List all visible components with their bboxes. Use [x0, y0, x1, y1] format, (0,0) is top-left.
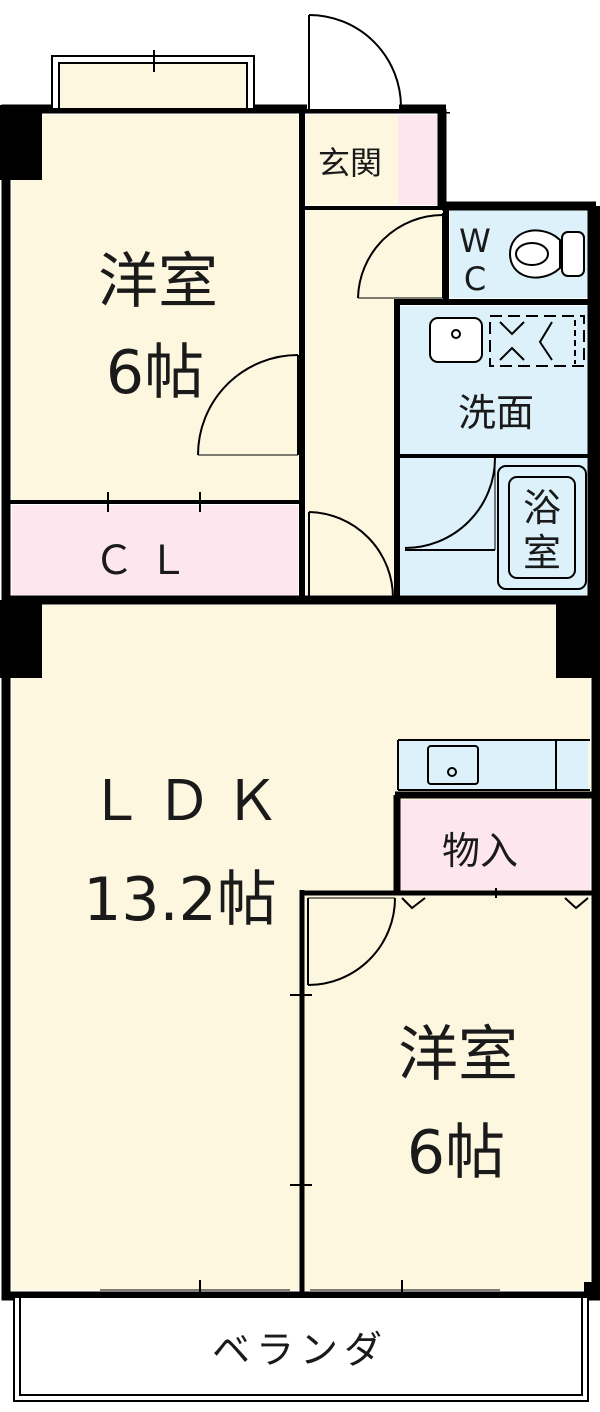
storage-mark-right: [564, 897, 589, 910]
storage-label: 物入: [442, 829, 518, 873]
veranda-inner: [19, 1296, 583, 1396]
toilet-icon: [508, 229, 585, 279]
bathtub-outer: [497, 465, 587, 590]
western-room-top-floor: [12, 115, 298, 500]
room-top-name: 洋室: [98, 247, 218, 317]
room-bottom-name: 洋室: [398, 1020, 518, 1090]
bath-label-2: 室: [523, 531, 561, 575]
veranda: [13, 1296, 589, 1402]
washbasin-drain: [451, 329, 461, 339]
hall-door-swing: [308, 511, 394, 599]
kitchen-counter: [398, 740, 588, 790]
storage-floor: [400, 800, 590, 890]
entrance-door-bg: [307, 15, 399, 109]
wc-label-c: C: [464, 260, 486, 298]
hall-top-floor: [394, 210, 444, 300]
bathtub-inner: [508, 476, 576, 579]
room1-door-swing: [197, 354, 299, 456]
washer-mark: [499, 321, 553, 361]
washroom-label: 洗面: [458, 391, 534, 435]
bathtub-icon: [497, 465, 587, 590]
closet-label: ＣＬ: [94, 538, 202, 584]
bath-label-1: 浴: [523, 486, 561, 530]
pillar-bottom-right: [584, 1282, 600, 1300]
storage-mark-left: [401, 897, 426, 910]
entrance-door-swing: [308, 14, 402, 108]
interior-walls: [6, 109, 596, 1296]
sink-drain: [447, 767, 457, 777]
pillar-left-mid: [0, 600, 42, 678]
pillar-right-mid: [556, 600, 600, 678]
sink-basin: [427, 745, 479, 785]
entrance-door: [307, 14, 402, 112]
veranda-label: ベランダ: [212, 1328, 388, 1372]
washbasin-body: [429, 317, 483, 363]
ldk-floor-lower: [12, 885, 300, 1290]
doors: [100, 213, 589, 1300]
ldk-size: 13.2帖: [83, 865, 277, 935]
room-bottom-size: 6帖: [407, 1118, 505, 1188]
entrance-floor: [306, 115, 398, 205]
washbasin-icon: [429, 315, 585, 367]
outside-top-right: [450, 100, 600, 206]
bath-door-swing: [404, 457, 496, 549]
toilet-seat: [515, 242, 549, 266]
washer-space: [489, 315, 585, 367]
top-window: [51, 50, 255, 110]
toilet-tank: [561, 231, 585, 277]
entrance-label: 玄関: [318, 144, 382, 182]
hall-floor: [306, 210, 394, 595]
labels: 洋室 6帖 ＣＬ 玄関 W C 洗面 浴 室 ＬＤＫ 13.2帖 物入 洋室 6…: [83, 144, 561, 1372]
ldk-name: ＬＤＫ: [88, 769, 292, 834]
room-top-size: 6帖: [106, 338, 204, 408]
pillar-top-left: [0, 105, 42, 180]
wc-door-swing: [357, 214, 444, 299]
wc-label-w: W: [459, 222, 491, 260]
room2-door-swing: [307, 897, 396, 986]
entrance-step-pink: [398, 115, 442, 205]
closet-floor: [12, 505, 298, 595]
kitchen-sink-icon: [397, 739, 590, 791]
western-room-bottom-floor: [306, 893, 590, 1290]
